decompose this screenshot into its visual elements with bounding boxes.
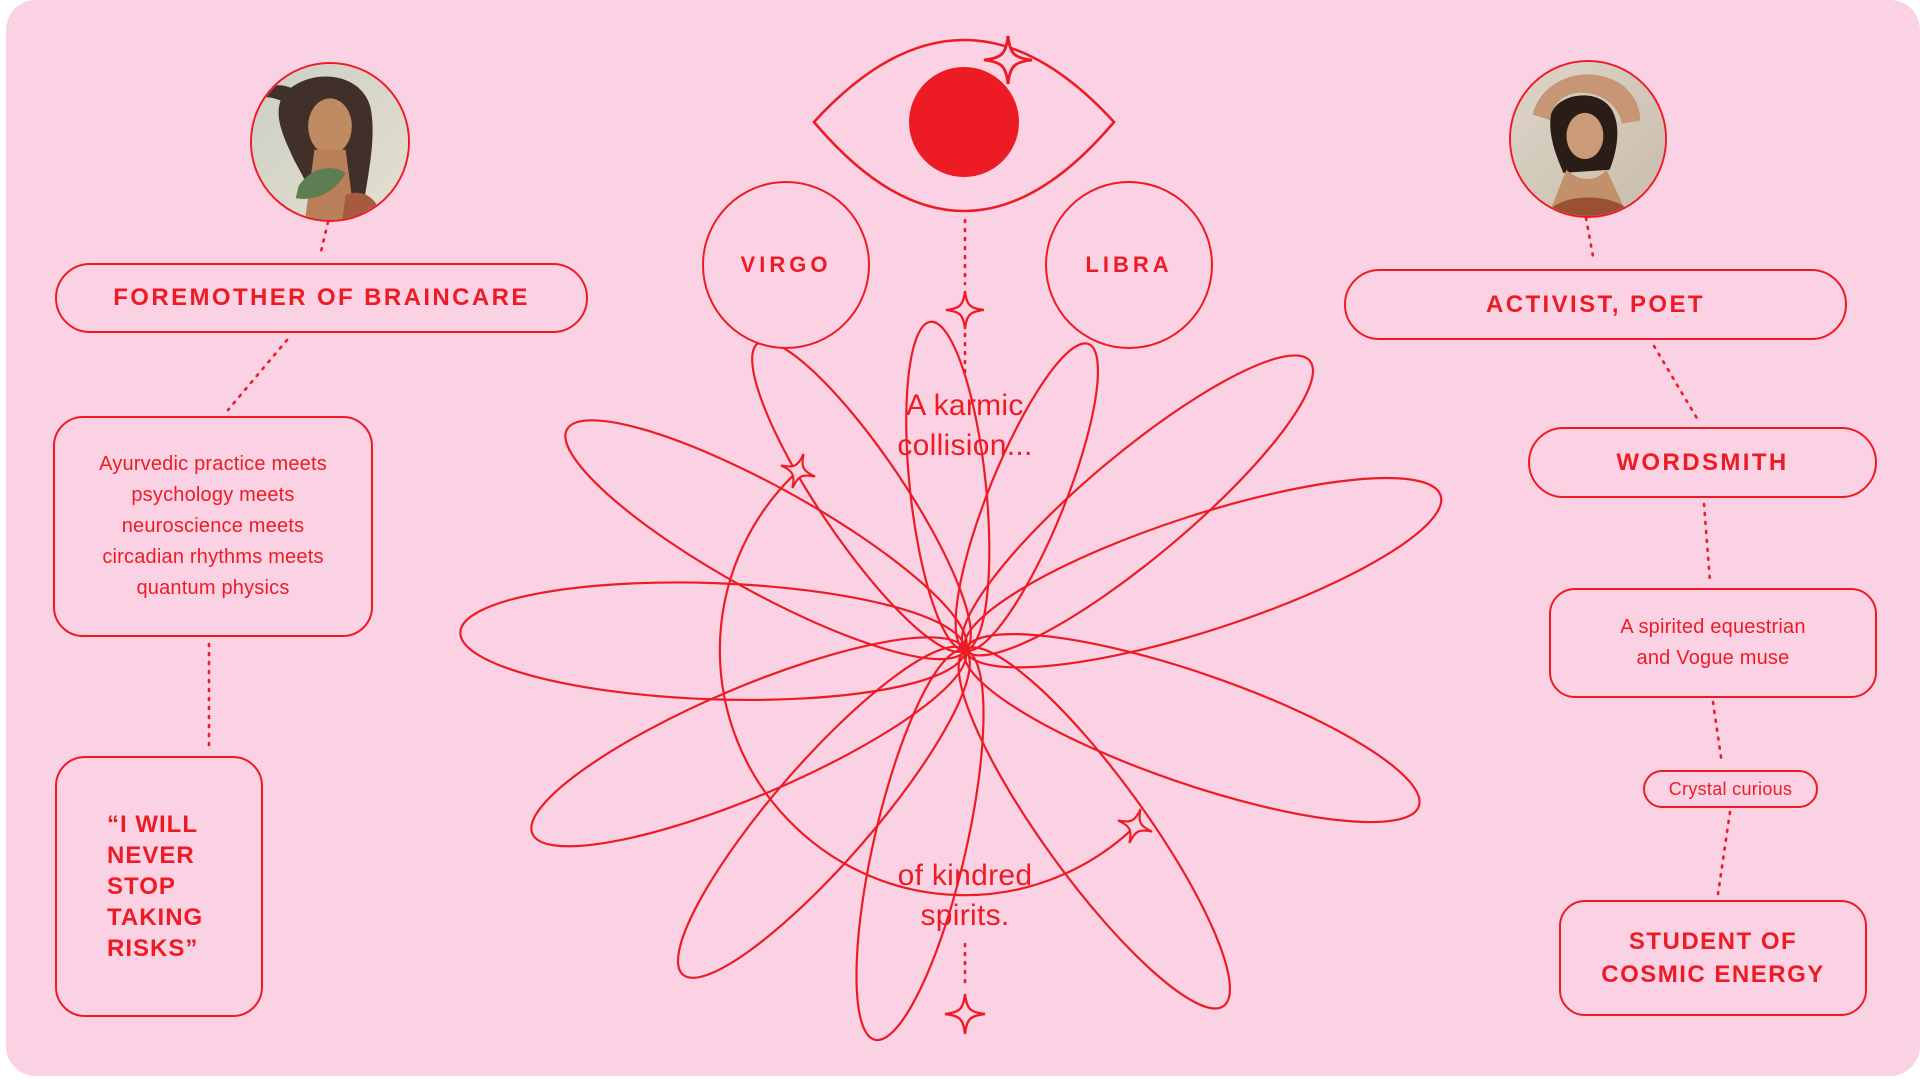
sparkle-icon [944,289,986,331]
right-description-box: A spirited equestrian and Vogue muse [1549,588,1877,698]
orbit-arc [718,470,1137,897]
connector-right-avatar-role [1584,216,1596,264]
orbit-petal [751,340,972,653]
right-role-pill: ACTIVIST, POET [1344,269,1847,340]
orbit-petal [855,648,985,1042]
left-description-box: Ayurvedic practice meets psychology meet… [53,416,373,637]
zodiac-circle-virgo: VIRGO [702,181,870,349]
orbit-petal [957,646,1232,1010]
infographic-canvas: FOREMOTHER OF BRAINCARE Ayurvedic practi… [6,0,1920,1076]
right-tag-pill: Crystal curious [1643,770,1818,808]
right-footer-box: STUDENT OF COSMIC ENERGY [1559,900,1867,1016]
left-portrait-illustration [252,64,408,220]
headline-bottom: of kindred spirits. [897,859,1033,932]
connector-left-avatar-role [318,220,330,258]
right-portrait-avatar [1509,60,1667,218]
diagram-scene [207,34,1732,1042]
connector-right-title-description [1702,502,1712,584]
sparkle-icon [943,992,987,1036]
orbit-petal [954,342,1100,652]
orbit-pattern [459,320,1443,1042]
right-portrait-illustration [1511,62,1665,216]
orbit-petal [676,645,971,979]
connector-left-role-description [226,338,289,412]
zodiac-circle-libra: LIBRA [1045,181,1213,349]
left-quote-box: “I WILL NEVER STOP TAKING RISKS” [55,756,263,1017]
orbit-petal [530,636,968,848]
orbit-petal [905,320,991,652]
left-role-pill: FOREMOTHER OF BRAINCARE [55,263,588,333]
dotted-connectors [207,216,1732,988]
eye-outline [812,38,1116,213]
eye-icon [812,34,1116,213]
connector-right-description-tag [1711,700,1724,766]
left-portrait-avatar [250,62,410,222]
connector-right-role-title [1652,344,1700,422]
headline-top: A karmic collision... [897,389,1033,462]
right-title-pill: WORDSMITH [1528,427,1877,498]
eye-iris [909,67,1019,177]
orbit-petal [963,476,1443,669]
connector-right-tag-footer [1716,810,1732,896]
